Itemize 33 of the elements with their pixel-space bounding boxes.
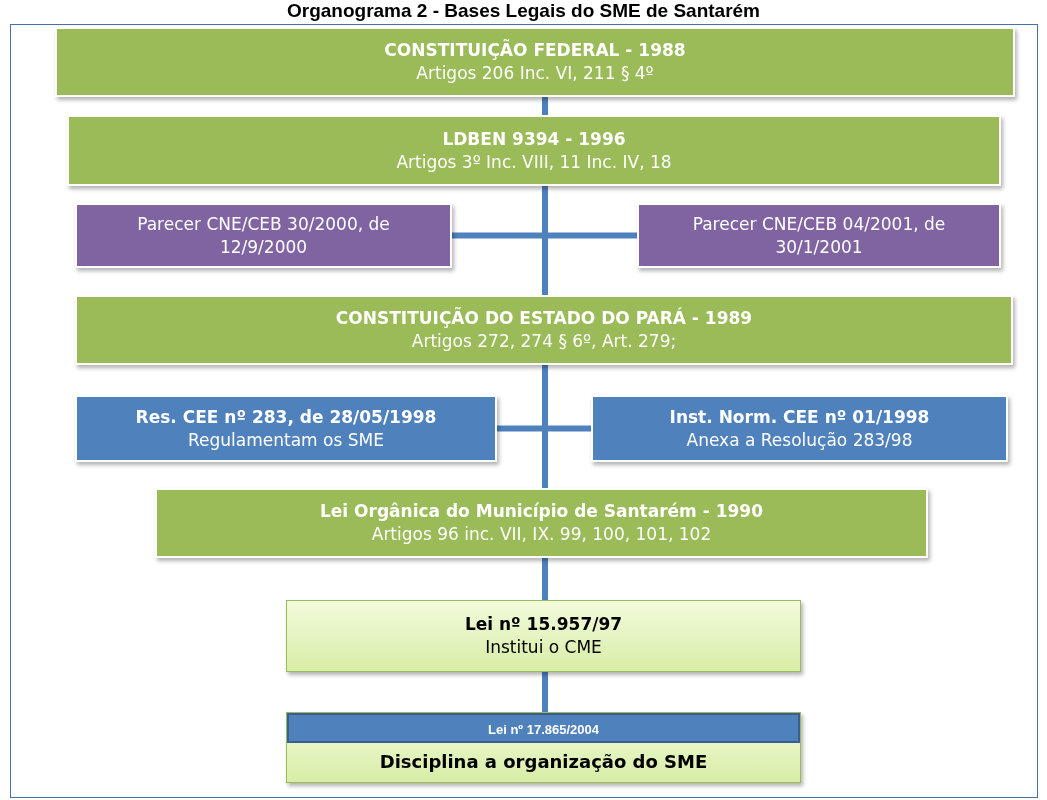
box-text: Regulamentam os SME [188, 428, 384, 452]
connector-line [542, 558, 548, 600]
diagram-title: Organograma 2 - Bases Legais do SME de Santarém [285, 0, 761, 22]
box-heading: Lei nº 17.865/2004 [287, 713, 800, 743]
box-text: Artigos 272, 274 § 6º, Art. 279; [411, 330, 677, 353]
box-heading: Lei nº 15.957/97 [464, 613, 623, 636]
box-text: Artigos 206 Inc. VI, 211 § 4º [416, 62, 654, 85]
box-text: Anexa a Resolução 283/98 [686, 428, 913, 452]
connector-line [542, 97, 548, 115]
connector-line [542, 672, 548, 712]
box-text: Institui o CME [485, 636, 602, 659]
law-box [67, 115, 1001, 186]
opinion-box [637, 203, 1001, 268]
box-text: Artigos 3º Inc. VIII, 11 Inc. IV, 18 [396, 150, 672, 174]
box-text: Parecer CNE/CEB 30/2000, de 12/9/2000 [136, 212, 391, 259]
law-box [75, 295, 1013, 365]
box-heading: CONSTITUIÇÃO FEDERAL - 1988 [384, 39, 686, 62]
box-heading: Res. CEE nº 283, de 28/05/1998 [135, 405, 437, 429]
box-heading: Lei Orgânica do Município de Santarém - 1990 [319, 500, 764, 523]
box-heading: CONSTITUIÇÃO DO ESTADO DO PARÁ - 1989 [335, 307, 753, 330]
box-heading: LDBEN 9394 - 1996 [442, 127, 626, 151]
law-box [286, 600, 801, 672]
box-text: Artigos 96 inc. VII, IX. 99, 100, 101, 102 [371, 523, 712, 546]
resolution-box [591, 395, 1008, 462]
law-box [155, 488, 928, 558]
box-heading: Inst. Norm. CEE nº 01/1998 [669, 405, 930, 429]
resolution-box [75, 395, 497, 462]
law-box [286, 712, 801, 783]
opinion-box [75, 203, 452, 268]
connector-line [542, 365, 548, 488]
law-box [55, 27, 1015, 97]
box-text: Disciplina a organização do SME [379, 750, 708, 775]
box-text: Parecer CNE/CEB 04/2001, de 30/1/2001 [691, 212, 947, 259]
